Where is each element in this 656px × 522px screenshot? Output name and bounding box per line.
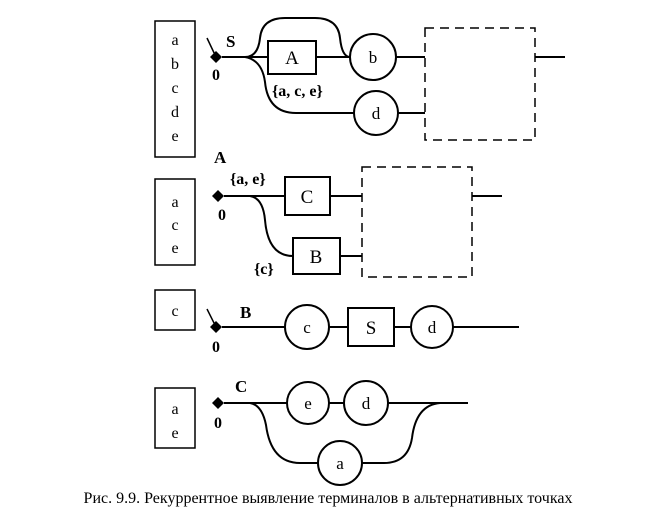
placeholder-box-a bbox=[361, 166, 473, 278]
input-letter: e bbox=[171, 128, 178, 145]
input-letter: c bbox=[171, 80, 178, 97]
rule-name-c: C bbox=[235, 377, 247, 396]
start-node-c bbox=[212, 397, 224, 409]
figure-caption: Рис. 9.9. Рекуррентное выявление термина… bbox=[83, 490, 573, 507]
rule-name-s: S bbox=[226, 32, 235, 51]
nonterm-label-b: B bbox=[310, 247, 323, 268]
input-letter: e bbox=[171, 240, 178, 257]
terminal-label-d: d bbox=[372, 104, 381, 123]
nonterm-label-a: A bbox=[285, 48, 299, 69]
rule-c bbox=[154, 380, 468, 486]
rule-name-b: B bbox=[240, 303, 251, 322]
terminal-label-c: c bbox=[303, 318, 311, 337]
rule-s bbox=[154, 17, 565, 158]
start-mark-a: 0 bbox=[218, 207, 226, 224]
input-box-a bbox=[154, 178, 196, 266]
input-letter: a bbox=[171, 401, 178, 418]
nonterm-label-c: C bbox=[301, 187, 314, 208]
set-label-s: {a, c, e} bbox=[272, 83, 323, 100]
start-node-s bbox=[210, 51, 222, 63]
set-label-a-b: {c} bbox=[254, 261, 274, 278]
set-label-a-c: {a, e} bbox=[230, 171, 266, 188]
start-mark-b: 0 bbox=[212, 339, 220, 356]
start-mark-s: 0 bbox=[212, 67, 220, 84]
terminal-label-a: a bbox=[336, 454, 344, 473]
terminal-label-b: b bbox=[369, 48, 378, 67]
terminal-label-e: e bbox=[304, 394, 312, 413]
rule-name-a: A bbox=[214, 148, 227, 167]
placeholder-box-s bbox=[424, 27, 536, 141]
input-letter: c bbox=[171, 217, 178, 234]
terminal-label-d-c: d bbox=[362, 394, 371, 413]
input-letter: c bbox=[171, 303, 178, 320]
input-letter: a bbox=[171, 194, 178, 211]
input-box-s bbox=[154, 20, 196, 158]
rule-b bbox=[154, 289, 519, 350]
terminal-label-d-b: d bbox=[428, 318, 437, 337]
input-letter: e bbox=[171, 425, 178, 442]
input-letter: a bbox=[171, 32, 178, 49]
start-mark-c: 0 bbox=[214, 415, 222, 432]
input-box-b bbox=[154, 289, 196, 331]
input-letter: b bbox=[171, 56, 179, 73]
input-box-c bbox=[154, 387, 196, 449]
start-node-a bbox=[212, 190, 224, 202]
syntax-diagram: a b c d e S 0 A {a, c, e} b d a c e A 0 … bbox=[154, 17, 565, 486]
start-node-b bbox=[210, 321, 222, 333]
rule-a bbox=[154, 166, 502, 278]
nonterm-label-s: S bbox=[366, 318, 377, 339]
input-letter: d bbox=[171, 104, 179, 121]
